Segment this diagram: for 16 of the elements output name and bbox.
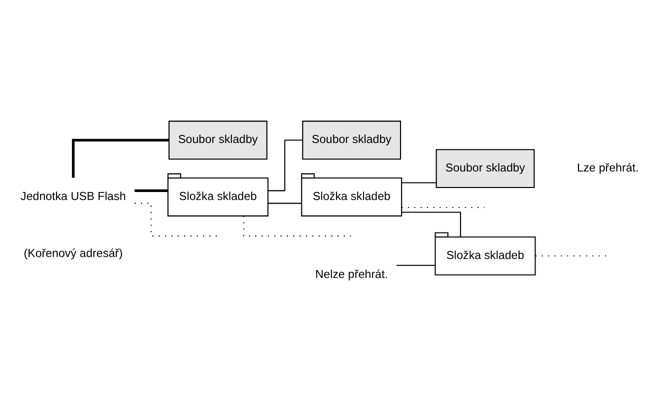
- label: Lze přehrát.: [576, 162, 639, 174]
- connector: [268, 202, 302, 204]
- connector: [134, 188, 168, 192]
- node-text: Nelze přehrát.: [315, 268, 388, 280]
- node-box: Soubor skladby: [302, 120, 402, 160]
- connector: [72, 138, 169, 178]
- node-text: Jednotka USB Flash: [20, 190, 126, 202]
- connector: [268, 139, 302, 191]
- connector: [402, 211, 462, 236]
- node-box: Soubor skladby: [436, 148, 535, 188]
- connector: [243, 216, 351, 236]
- connector: [402, 182, 436, 183]
- label: (Kořenový adresář): [24, 247, 123, 260]
- connector: [134, 202, 218, 236]
- node-box: Soubor skladby: [168, 120, 268, 160]
- connector: [396, 264, 436, 266]
